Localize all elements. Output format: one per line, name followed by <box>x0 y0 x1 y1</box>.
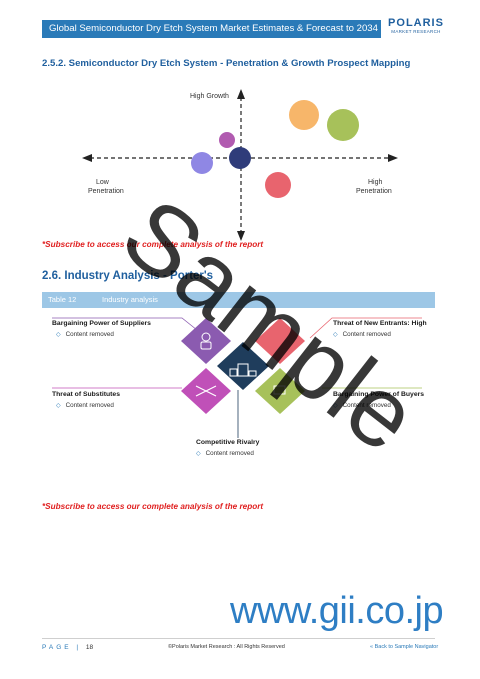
substitutes-item: ◇ Content removed <box>56 402 114 409</box>
substitutes-tile <box>181 368 231 414</box>
new-entrants-tile <box>255 318 305 364</box>
substitutes-title: Threat of Substitutes <box>52 391 120 398</box>
footer-page: PAGE | 18 <box>42 644 94 651</box>
bubble-lavender <box>191 152 213 174</box>
rivalry-title: Competitive Rivalry <box>196 439 260 446</box>
bullet-diamond-icon: ◇ <box>56 403 61 409</box>
watermark-url: www.gii.co.jp <box>230 590 444 632</box>
x-axis-left-label-1: Low <box>96 179 109 186</box>
buyers-item-text: Content removed <box>342 402 391 409</box>
horizontal-axis-arrow-left <box>82 154 92 162</box>
porters-diagram <box>52 317 422 438</box>
rivalry-item-text: Content removed <box>205 450 254 457</box>
bullet-diamond-icon: ◇ <box>333 403 338 409</box>
vertical-axis-arrow-up <box>237 89 245 99</box>
y-axis-top-label: High Growth <box>190 93 229 100</box>
new-entrants-item: ◇ Content removed <box>333 331 391 338</box>
footer-divider <box>42 638 435 639</box>
footer-copyright: ©Polaris Market Research : All Rights Re… <box>168 644 285 650</box>
table-label: Table 12 <box>48 295 77 304</box>
x-axis-left-label-2: Penetration <box>88 188 124 195</box>
bubble-green <box>327 109 359 141</box>
rivalry-item: ◇ Content removed <box>196 450 254 457</box>
x-axis-right-label-2: Penetration <box>356 188 392 195</box>
rivalry-center-tile <box>217 342 269 390</box>
bubble-navy <box>229 147 251 169</box>
suppliers-item-text: Content removed <box>65 331 114 338</box>
table-caption-bar: Table 12 Industry analysis <box>42 292 435 308</box>
buyers-tile <box>255 368 305 414</box>
header-bar: Global Semiconductor Dry Etch System Mar… <box>42 20 381 38</box>
header-title: Global Semiconductor Dry Etch System Mar… <box>49 23 378 34</box>
footer-page-label: PAGE <box>42 644 72 651</box>
horizontal-axis-arrow-right <box>388 154 398 162</box>
bubble-orange <box>289 100 319 130</box>
section-title-252: 2.5.2. Semiconductor Dry Etch System - P… <box>42 58 411 69</box>
logo-main-text: POLARIS <box>388 17 444 29</box>
bullet-diamond-icon: ◇ <box>196 451 201 457</box>
bullet-diamond-icon: ◇ <box>56 332 61 338</box>
substitutes-item-text: Content removed <box>65 402 114 409</box>
connector-new-entrants <box>309 317 422 339</box>
polaris-logo: POLARIS MARKET RESEARCH <box>388 17 444 43</box>
logo-sub-text: MARKET RESEARCH <box>391 29 441 34</box>
subscribe-note-1: *Subscribe to access our complete analys… <box>42 240 264 249</box>
suppliers-tile <box>181 318 231 364</box>
vertical-axis-arrow-down <box>237 231 245 241</box>
back-to-navigator-link[interactable]: « Back to Sample Navigator <box>370 644 439 650</box>
new-entrants-item-text: Content removed <box>342 331 391 338</box>
subscribe-note-2: *Subscribe to access our complete analys… <box>42 502 264 511</box>
penetration-growth-map <box>82 89 398 241</box>
bubble-purple <box>219 132 235 148</box>
new-entrants-title: Threat of New Entrants: High <box>333 320 427 327</box>
buyers-item: ◇ Content removed <box>333 402 391 409</box>
section-title-26: 2.6. Industry Analysis - Porter's <box>42 270 214 282</box>
x-axis-right-label-1: High <box>368 179 383 186</box>
footer-page-number: 18 <box>85 644 94 651</box>
table-caption: Industry analysis <box>102 295 158 304</box>
suppliers-title: Bargaining Power of Suppliers <box>52 320 151 327</box>
bullet-diamond-icon: ◇ <box>333 332 338 338</box>
bubble-red <box>265 172 291 198</box>
suppliers-item: ◇ Content removed <box>56 331 114 338</box>
buyers-title: Bargaining Power of Buyers <box>333 391 425 398</box>
